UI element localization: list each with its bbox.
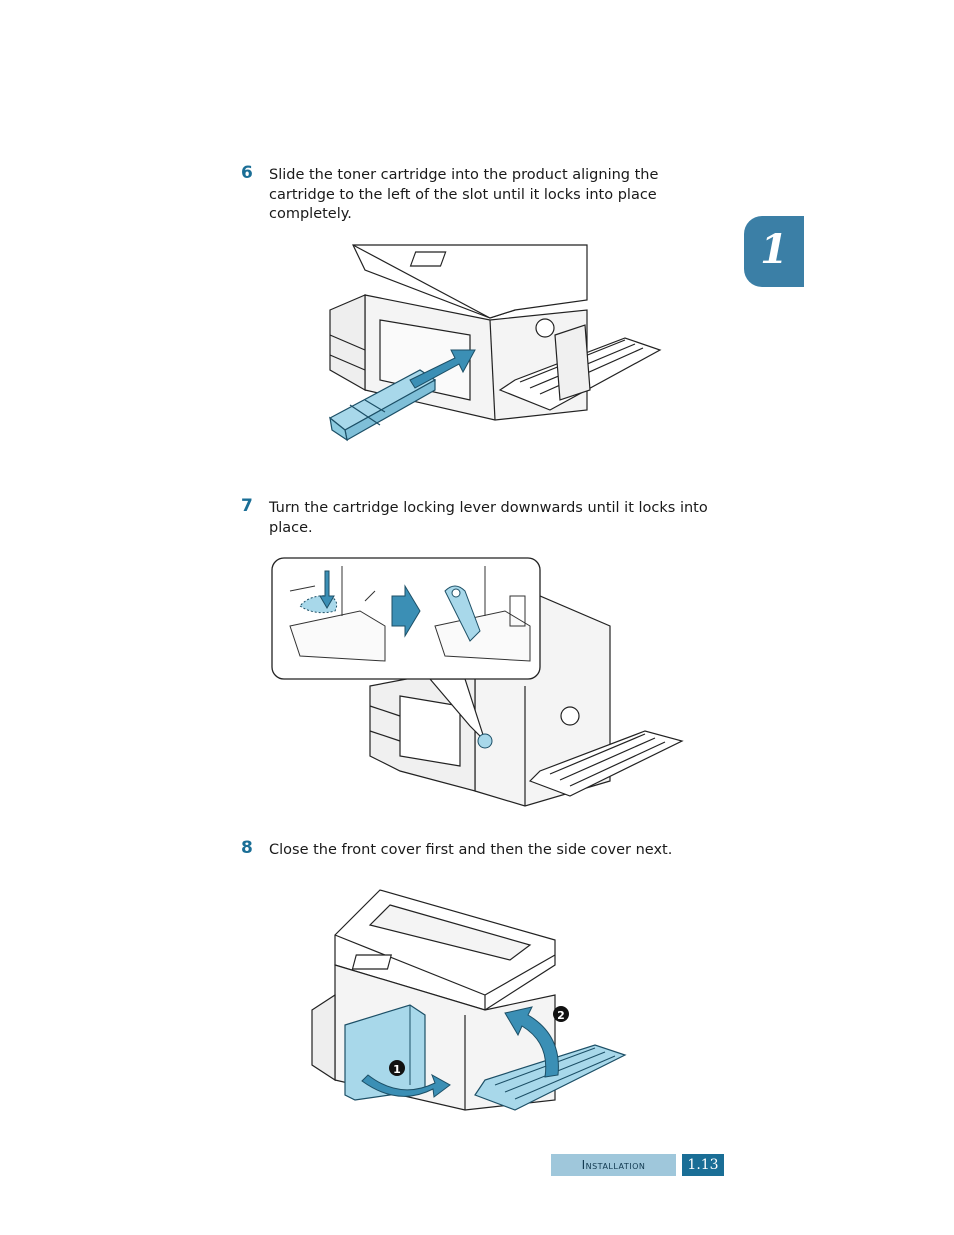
step-text: Close the front cover first and then the… bbox=[269, 842, 673, 858]
next-arrow-icon bbox=[391, 584, 421, 638]
close-side-arrow-icon bbox=[504, 1006, 559, 1078]
chapter-tab: 1 bbox=[744, 216, 804, 287]
push-arrow-icon bbox=[409, 349, 476, 389]
close-front-arrow-icon bbox=[361, 1073, 451, 1098]
callout-2: 2 bbox=[557, 1009, 565, 1022]
lock-lever-illustration bbox=[271, 557, 684, 807]
down-arrow-icon bbox=[319, 570, 335, 609]
step-number: 7 bbox=[241, 496, 253, 516]
step-number: 8 bbox=[241, 838, 253, 858]
step-number: 6 bbox=[241, 163, 253, 183]
close-covers-illustration: 1 2 bbox=[311, 889, 627, 1111]
chapter-number: 1 bbox=[760, 226, 788, 273]
footer-page-number: 1.13 bbox=[682, 1154, 724, 1176]
step-text: Slide the toner cartridge into the produ… bbox=[269, 167, 659, 222]
footer-section-title: Installation bbox=[551, 1154, 676, 1176]
step-text: Turn the cartridge locking lever downwar… bbox=[269, 500, 708, 536]
callout-1: 1 bbox=[393, 1063, 401, 1076]
toner-insert-illustration bbox=[328, 244, 662, 442]
